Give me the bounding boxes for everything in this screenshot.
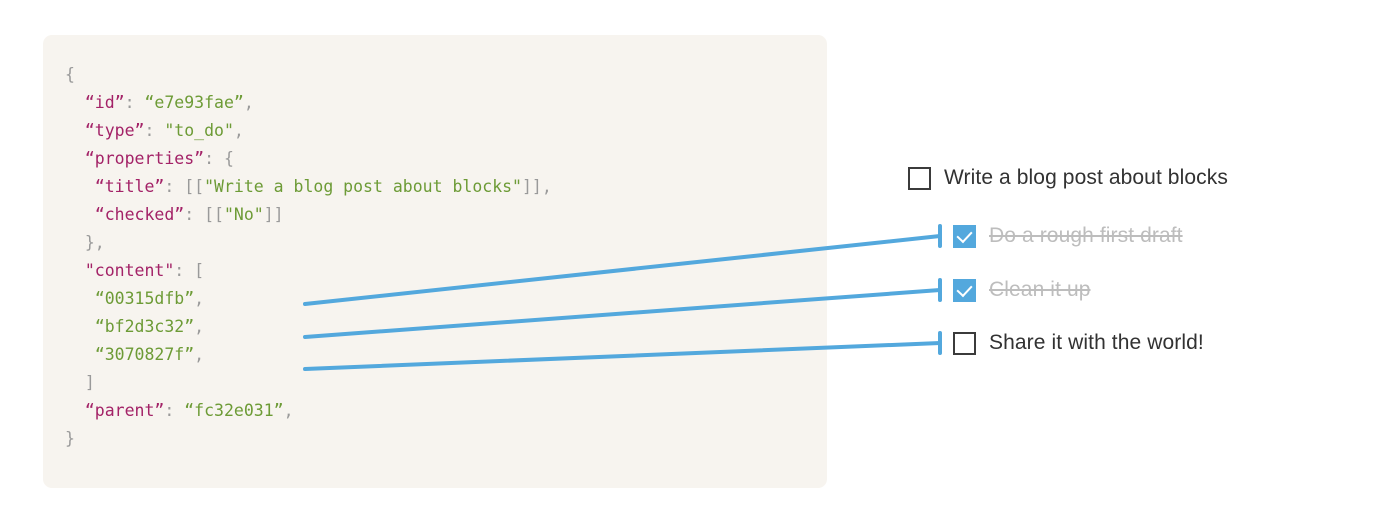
code-token-str: "to_do"	[164, 121, 234, 140]
code-token-str: “fc32e031”	[184, 401, 284, 420]
code-line: “id”: “e7e93fae”,	[65, 89, 552, 117]
code-token-key: “parent”	[84, 401, 165, 420]
checkbox-unchecked-icon[interactable]	[953, 331, 976, 355]
code-token-key: “properties”	[84, 149, 205, 168]
code-token-punc: {	[65, 65, 75, 84]
code-token-punc: ,	[233, 121, 244, 140]
code-line: “title”: [["Write a blog post about bloc…	[65, 173, 552, 201]
code-token-str: “00315dfb”	[94, 289, 195, 308]
code-token-punc	[65, 401, 85, 420]
code-line: “checked”: [["No"]]	[65, 201, 552, 229]
code-line: “properties”: {	[65, 145, 552, 173]
code-token-punc	[65, 345, 95, 364]
code-token-punc: : {	[204, 149, 234, 168]
todo-item[interactable]: Share it with the world!	[953, 328, 1204, 358]
code-token-str: “bf2d3c32”	[94, 317, 195, 336]
code-token-punc	[65, 121, 85, 140]
code-token-punc	[65, 177, 95, 196]
code-token-key: “title”	[94, 177, 165, 196]
code-token-punc	[65, 149, 85, 168]
code-token-str: "No"	[223, 205, 264, 224]
code-token-punc: }	[65, 429, 75, 448]
todo-item-label: Clean it up	[989, 278, 1091, 301]
json-code-block[interactable]: { “id”: “e7e93fae”, “type”: "to_do", “pr…	[65, 61, 552, 453]
code-token-key: "content"	[84, 261, 175, 280]
todo-item-label: Do a rough first draft	[989, 224, 1183, 247]
code-token-str: “e7e93fae”	[144, 93, 244, 112]
code-line: “00315dfb”,	[65, 285, 552, 313]
code-token-punc	[65, 317, 95, 336]
code-line: ]	[65, 369, 552, 397]
code-line: “type”: "to_do",	[65, 117, 552, 145]
code-token-key: “id”	[84, 93, 125, 112]
code-line: }	[65, 425, 552, 453]
code-token-punc: ]]	[263, 205, 284, 224]
code-token-punc: :	[124, 93, 145, 112]
todo-item[interactable]: Write a blog post about blocks	[908, 163, 1228, 193]
todo-item[interactable]: Do a rough first draft	[953, 221, 1183, 251]
code-line: “parent”: “fc32e031”,	[65, 397, 552, 425]
code-line: “3070827f”,	[65, 341, 552, 369]
code-token-key: “checked”	[94, 205, 185, 224]
code-line: "content": [	[65, 257, 552, 285]
code-line: },	[65, 229, 552, 257]
checkbox-unchecked-icon[interactable]	[908, 166, 931, 190]
code-token-punc	[65, 261, 85, 280]
code-token-punc: ,	[194, 289, 205, 308]
code-token-punc: },	[65, 233, 105, 252]
code-token-punc: :	[164, 401, 185, 420]
code-token-punc	[65, 289, 95, 308]
todo-item-label: Share it with the world!	[989, 331, 1204, 354]
code-line: “bf2d3c32”,	[65, 313, 552, 341]
code-token-key: “type”	[84, 121, 145, 140]
todo-item-label: Write a blog post about blocks	[944, 166, 1228, 189]
checkbox-checked-icon[interactable]	[953, 278, 976, 302]
code-token-punc: ,	[194, 345, 205, 364]
code-token-str: "Write a blog post about blocks"	[204, 177, 522, 196]
code-token-punc: :	[144, 121, 165, 140]
code-line: {	[65, 61, 552, 89]
code-token-str: “3070827f”	[94, 345, 195, 364]
code-token-punc: ]	[65, 373, 95, 392]
code-token-punc: ]],	[522, 177, 552, 196]
todo-item[interactable]: Clean it up	[953, 275, 1091, 305]
checkbox-checked-icon[interactable]	[953, 224, 976, 248]
code-token-punc: ,	[194, 317, 205, 336]
code-token-punc	[65, 93, 85, 112]
code-token-punc: : [[	[164, 177, 205, 196]
code-token-punc: : [	[174, 261, 205, 280]
json-code-panel: { “id”: “e7e93fae”, “type”: "to_do", “pr…	[43, 35, 827, 488]
code-token-punc	[65, 205, 95, 224]
code-token-punc: ,	[243, 93, 254, 112]
code-token-punc: ,	[283, 401, 294, 420]
code-token-punc: : [[	[184, 205, 224, 224]
